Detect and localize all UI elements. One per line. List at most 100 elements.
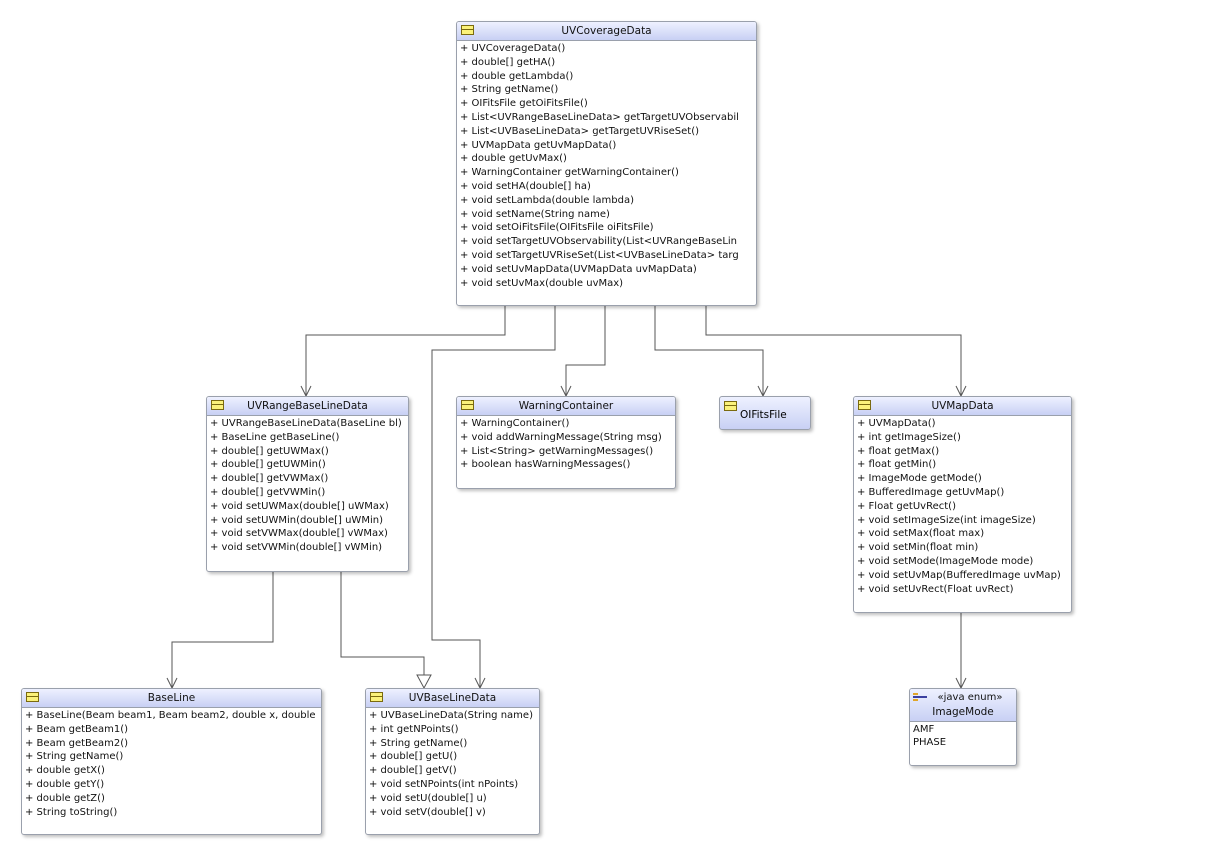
class-member: + boolean hasWarningMessages() (460, 459, 631, 471)
class-uvbaselinedata[interactable]: UVBaseLineData + UVBaseLineData(String n… (365, 688, 540, 835)
class-member: + void setV(double[] v) (369, 806, 486, 818)
class-title: UVMapData (931, 400, 994, 412)
enum-literal: PHASE (913, 737, 947, 748)
class-title: UVCoverageData (561, 25, 652, 37)
class-member: + UVMapData() (857, 418, 936, 429)
class-member: + void setU(double[] u) (369, 792, 487, 804)
class-member: + void setHA(double[] ha) (460, 180, 591, 192)
class-uvrangebaselinedata[interactable]: UVRangeBaseLineData + UVRangeBaseLineDat… (206, 396, 409, 572)
class-member: + void setMin(float min) (857, 542, 979, 554)
class-member: + void setVWMax(double[] vWMax) (210, 528, 388, 540)
class-member: + UVRangeBaseLineData(BaseLine bl) (210, 418, 402, 429)
class-title: UVBaseLineData (408, 692, 497, 704)
class-member: + BufferedImage getUvMap() (857, 486, 1005, 498)
class-member: + void setImageSize(int imageSize) (857, 514, 1036, 526)
class-member: + UVCoverageData() (460, 43, 566, 54)
class-header: OIFitsFile (720, 397, 810, 429)
member-list: + UVRangeBaseLineData(BaseLine bl) + Bas… (207, 416, 408, 555)
class-member: + BaseLine(Beam beam1, Beam beam2, doubl… (25, 710, 316, 721)
class-member: + double[] getVWMax() (210, 473, 329, 485)
member-list: + UVBaseLineData(String name) + int getN… (366, 708, 539, 819)
class-member: + double[] getHA() (460, 56, 556, 68)
class-member: + WarningContainer() (460, 418, 570, 429)
class-member: + int getImageSize() (857, 431, 961, 443)
class-warningcontainer[interactable]: WarningContainer + WarningContainer() + … (456, 396, 676, 489)
class-member: + void setUWMin(double[] uWMin) (210, 514, 383, 526)
class-member: + void setUWMax(double[] uWMax) (210, 500, 389, 512)
enum-imagemode[interactable]: «java enum» ImageMode AMF PHASE (909, 688, 1017, 766)
generalization-arrowhead (416, 674, 432, 690)
class-member: + double[] getVWMin() (210, 486, 326, 498)
class-member: + Beam getBeam1() (25, 723, 129, 735)
class-uvcoveragedata[interactable]: UVCoverageData + UVCoverageData() + doub… (456, 21, 757, 306)
class-title: BaseLine (147, 692, 196, 704)
class-header: UVMapData (854, 397, 1071, 416)
class-member: + Float getUvRect() (857, 500, 956, 512)
edge-uvrange-to-baseline (171, 571, 274, 688)
class-member: + double[] getUWMax() (210, 445, 329, 457)
class-member: + WarningContainer getWarningContainer() (460, 167, 679, 179)
class-member: + UVMapData getUvMapData() (460, 139, 617, 151)
class-icon (26, 692, 39, 702)
class-header: UVRangeBaseLineData (207, 397, 408, 416)
member-list: + UVMapData() + int getImageSize() + flo… (854, 416, 1071, 596)
class-icon (461, 25, 474, 35)
class-baseline[interactable]: BaseLine + BaseLine(Beam beam1, Beam bea… (21, 688, 322, 835)
edge-uvrange-extends-uvbaseline (340, 571, 425, 675)
class-member: + double getUvMax() (460, 153, 567, 165)
class-member: + double getZ() (25, 792, 105, 804)
enum-icon (913, 692, 927, 704)
class-member: + double[] getU() (369, 751, 458, 763)
class-member: + List<UVBaseLineData> getTargetUVRiseSe… (460, 125, 700, 137)
class-member: + void setUvMapData(UVMapData uvMapData) (460, 263, 697, 275)
class-header: UVCoverageData (457, 22, 756, 41)
enum-title: ImageMode (932, 706, 994, 718)
edge-uvcoverage-to-warning (565, 305, 606, 396)
class-member: + Beam getBeam2() (25, 737, 129, 749)
edge-uvcoverage-to-uvmap (705, 305, 962, 396)
class-member: + void setLambda(double lambda) (460, 194, 634, 206)
class-member: + OIFitsFile getOiFitsFile() (460, 98, 588, 110)
class-header: UVBaseLineData (366, 689, 539, 708)
member-list: + UVCoverageData() + double[] getHA() + … (457, 41, 756, 290)
class-member: + void setTargetUVObservability(List<UVR… (460, 236, 738, 248)
class-member: + double getX() (25, 765, 105, 777)
enum-literal: AMF (913, 724, 935, 735)
member-list: + BaseLine(Beam beam1, Beam beam2, doubl… (22, 708, 321, 819)
class-member: + double getLambda() (460, 70, 574, 82)
class-member: + void setUvRect(Float uvRect) (857, 583, 1014, 595)
class-member: + void setUvMax(double uvMax) (460, 277, 624, 289)
class-member: + String getName() (25, 751, 124, 763)
class-member: + UVBaseLineData(String name) (369, 710, 533, 721)
edge-uvcoverage-to-uvrange (305, 305, 506, 396)
class-member: + double getY() (25, 778, 105, 790)
class-member: + void setOiFitsFile(OIFitsFile oiFitsFi… (460, 222, 654, 234)
class-icon (461, 400, 474, 410)
class-member: + double[] getUWMin() (210, 459, 326, 471)
class-member: + void setName(String name) (460, 208, 610, 220)
class-member: + float getMin() (857, 459, 937, 471)
class-uvmapdata[interactable]: UVMapData + UVMapData() + int getImageSi… (853, 396, 1072, 613)
class-icon (370, 692, 383, 702)
class-member: + void setNPoints(int nPoints) (369, 778, 519, 790)
class-icon (724, 401, 737, 411)
class-member: + BaseLine getBaseLine() (210, 431, 340, 443)
class-header: WarningContainer (457, 397, 675, 416)
class-member: + void setMode(ImageMode mode) (857, 555, 1034, 567)
enum-stereotype: «java enum» (937, 692, 1003, 703)
enum-literal-list: AMF PHASE (910, 722, 1016, 749)
class-oifitsfile[interactable]: OIFitsFile (719, 396, 811, 430)
class-member: + int getNPoints() (369, 723, 459, 735)
class-title: OIFitsFile (740, 409, 787, 421)
class-member: + double[] getV() (369, 765, 457, 777)
edge-uvcoverage-to-uvbaseline (431, 305, 556, 688)
class-header: BaseLine (22, 689, 321, 708)
class-title: UVRangeBaseLineData (247, 400, 368, 412)
class-member: + List<UVRangeBaseLineData> getTargetUVO… (460, 111, 739, 123)
class-member: + String getName() (460, 84, 559, 96)
class-icon (211, 400, 224, 410)
class-member: + void setVWMin(double[] vWMin) (210, 542, 383, 554)
class-member: + float getMax() (857, 445, 940, 457)
